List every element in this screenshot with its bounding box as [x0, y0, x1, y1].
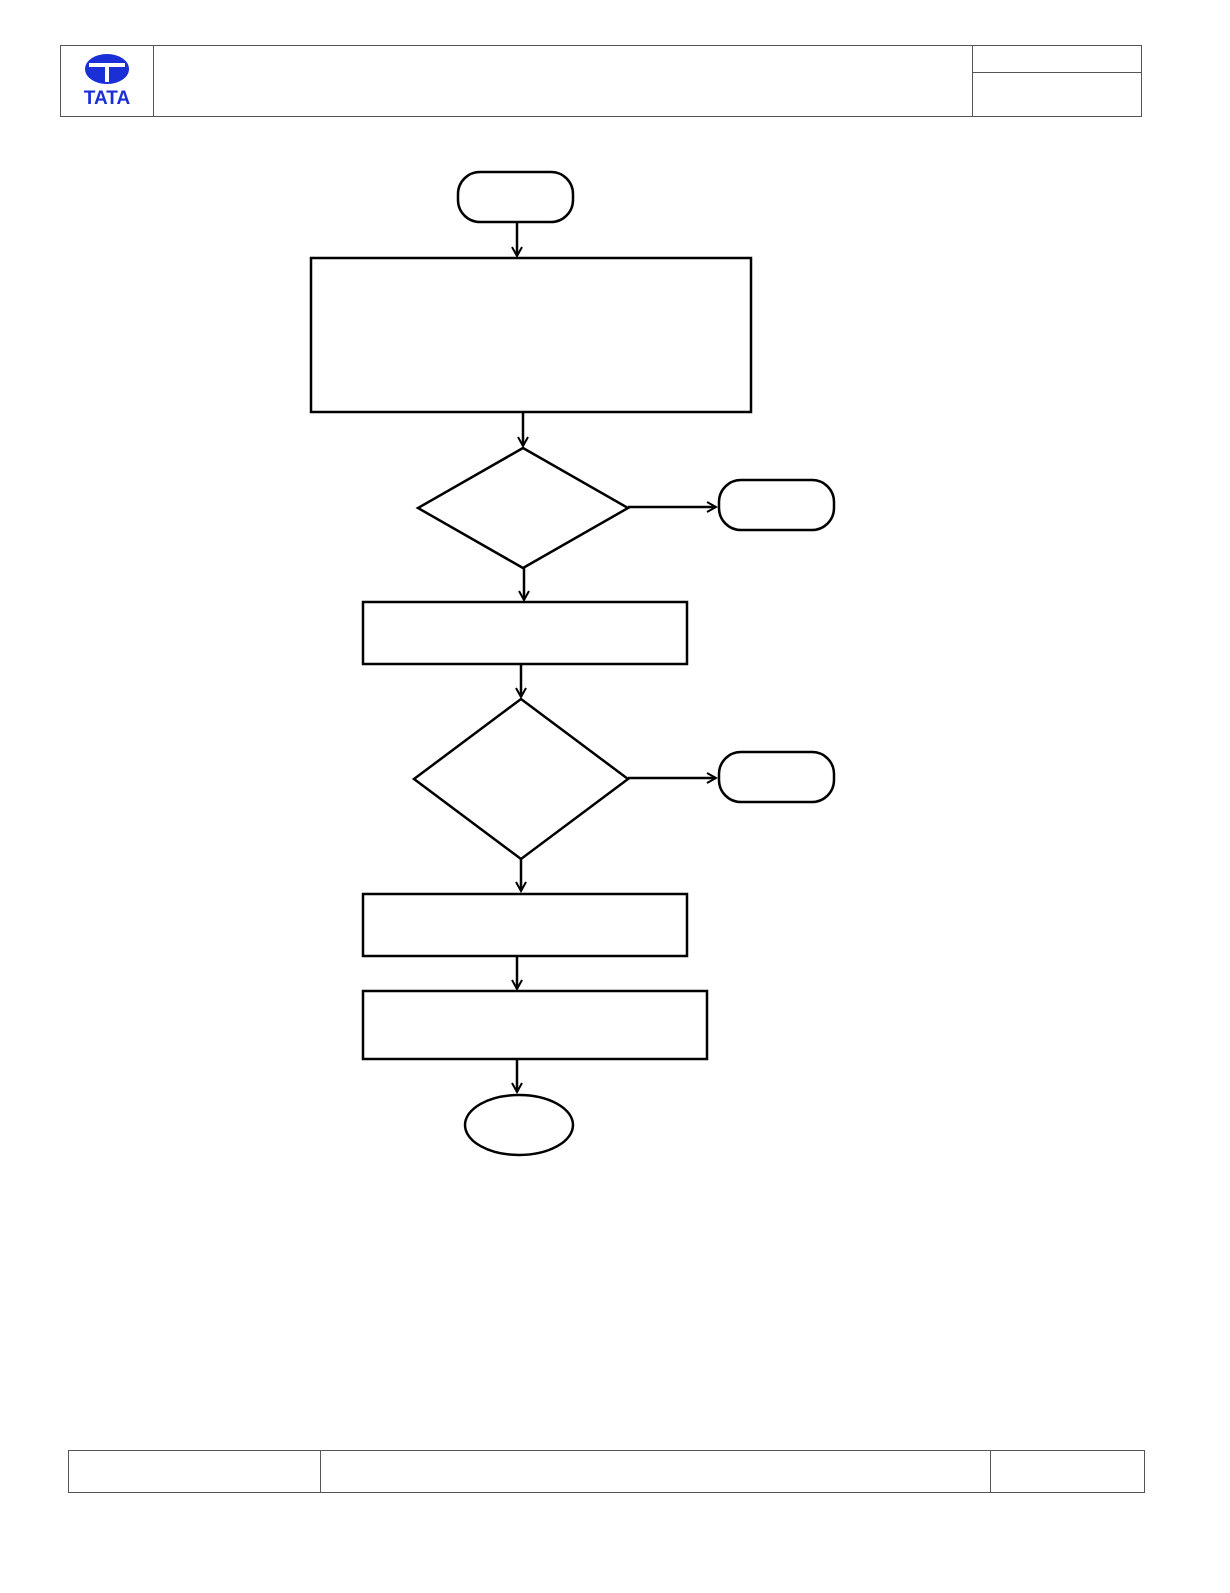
tata-logo-icon	[85, 54, 129, 84]
header-right-top-cell	[973, 46, 1142, 73]
process-step-4	[361, 989, 709, 1061]
end-terminator	[463, 1093, 575, 1157]
process-step-1	[309, 256, 753, 414]
footer-right-cell	[990, 1451, 1145, 1492]
decision1-exit-terminator	[717, 478, 836, 532]
footer-middle-cell	[321, 1451, 990, 1492]
start-terminator	[456, 170, 575, 224]
decision-1	[415, 446, 631, 570]
header-right-cell	[972, 46, 1142, 116]
decision2-exit-terminator	[717, 750, 836, 804]
document-header: TATA	[60, 45, 1142, 117]
process-step-3	[361, 892, 689, 958]
process-step-2	[361, 600, 689, 666]
logo-cell: TATA	[61, 46, 154, 116]
decision-2	[411, 697, 631, 861]
document-footer	[68, 1450, 1145, 1493]
logo-wordmark: TATA	[83, 88, 131, 109]
footer-left-cell	[69, 1451, 321, 1492]
